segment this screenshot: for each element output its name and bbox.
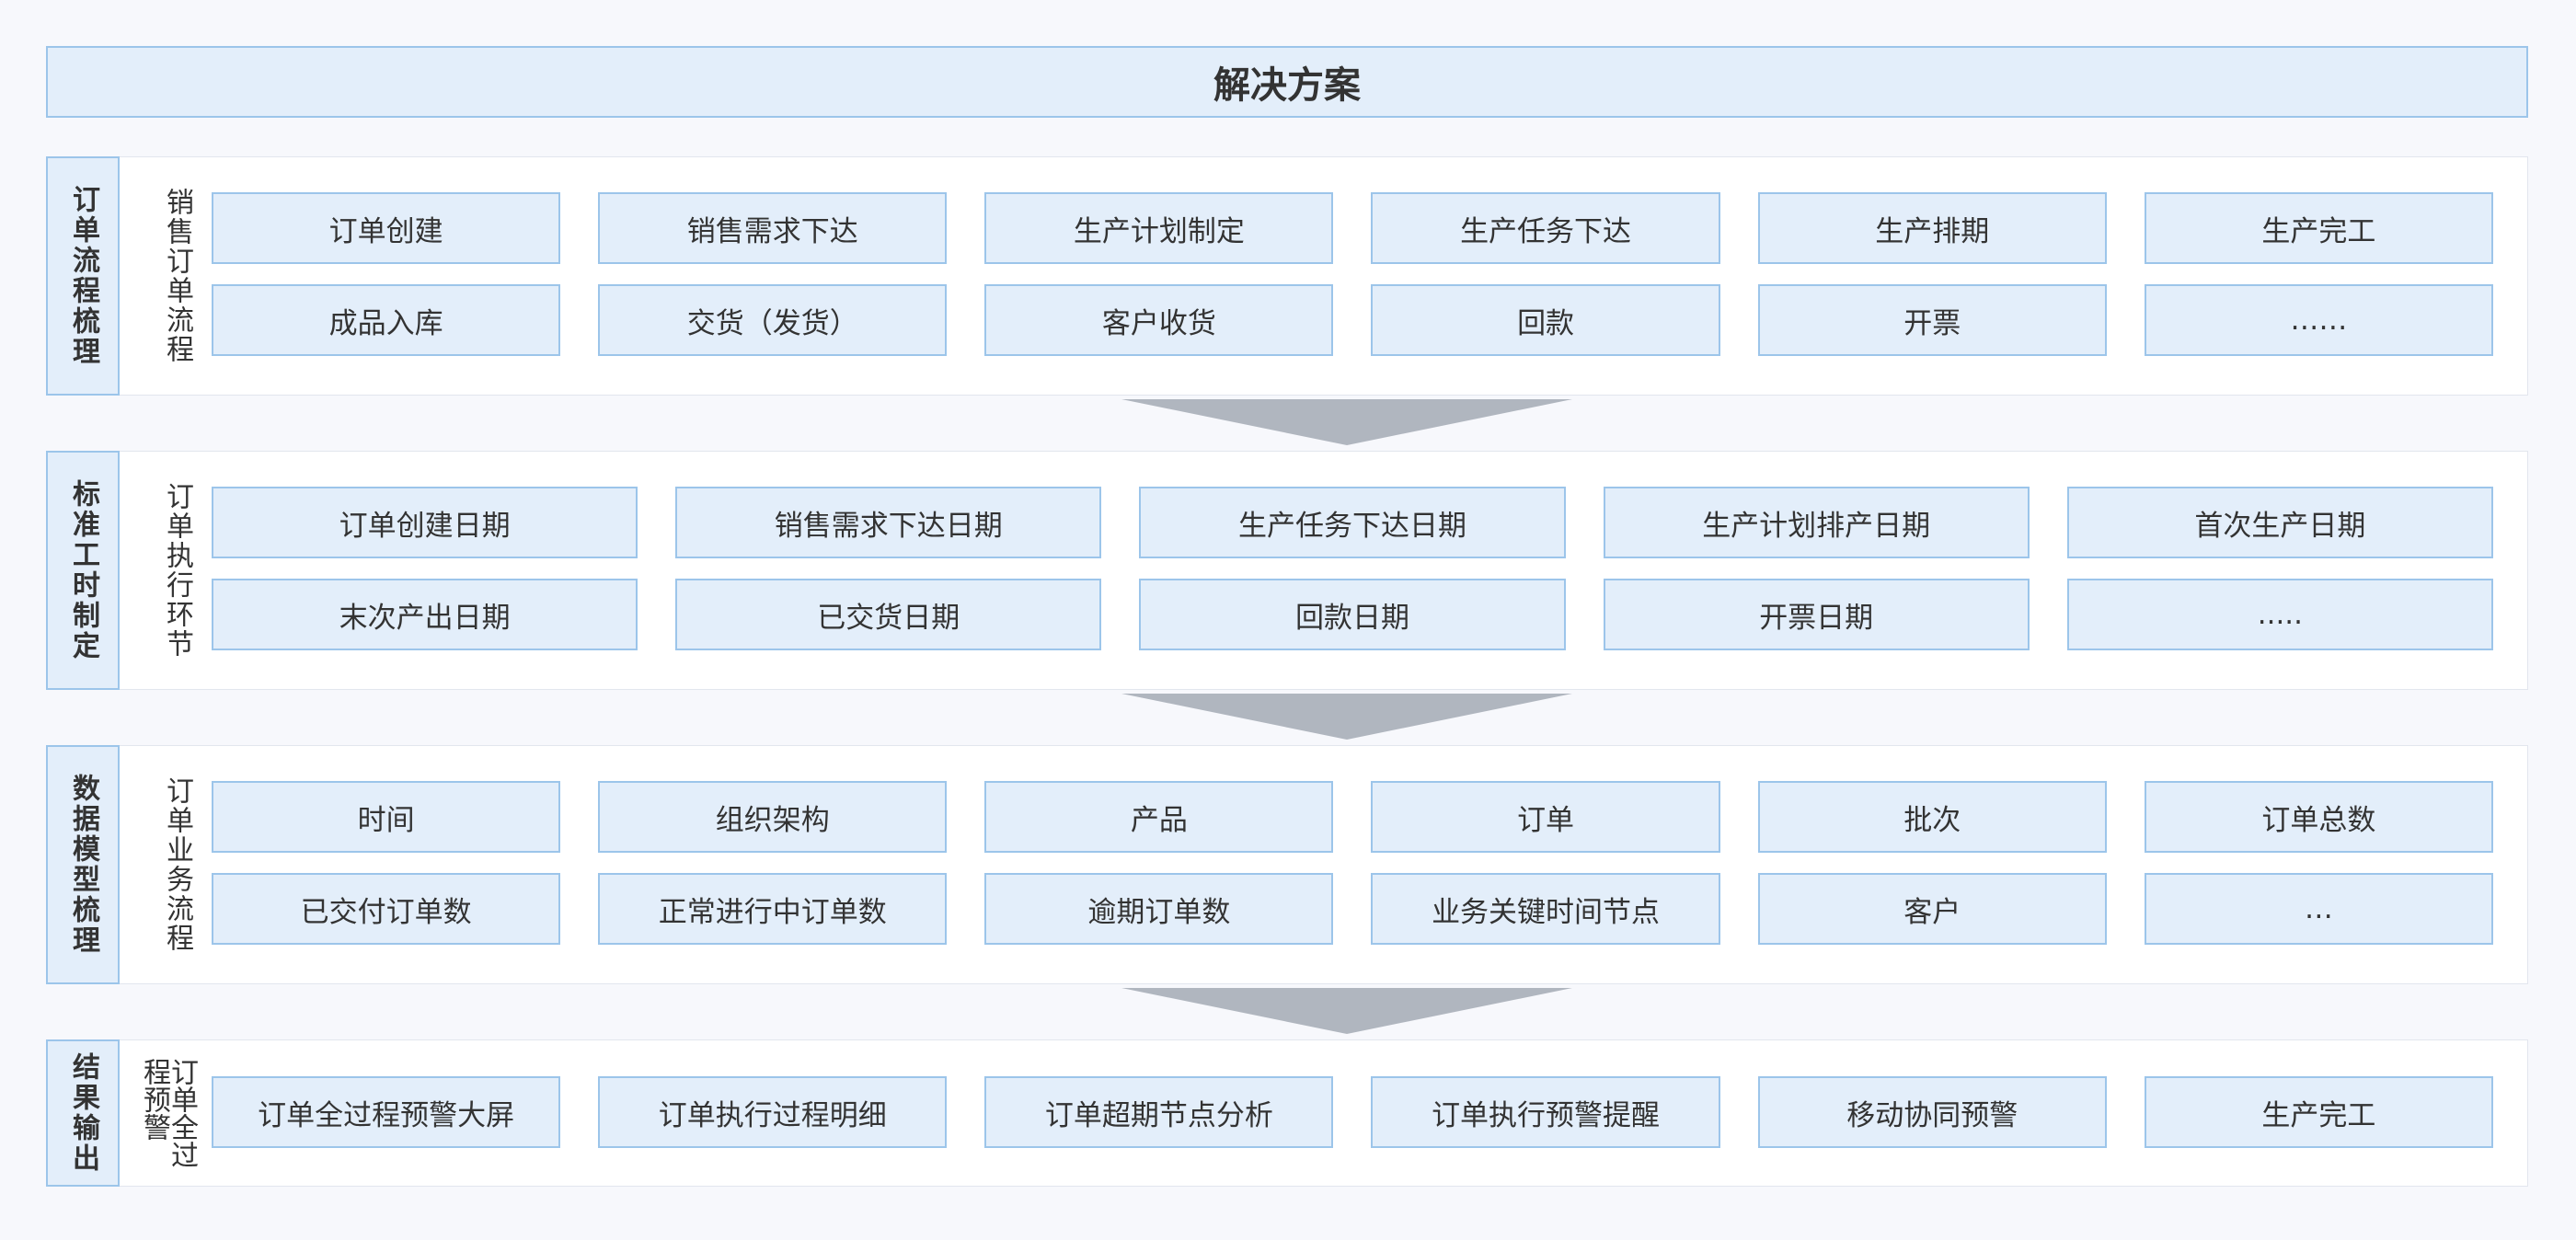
section-label-text: 标准工时制定 [67,479,99,661]
section-result-output: 结果输出 订单全过程预警 订单全过程预警大屏 订单执行过程明细 订单超期节点分析… [46,1039,2528,1187]
step-box: 移动协同预警 [1757,1076,2107,1148]
step-box: 首次生产日期 [2066,487,2493,558]
step-box: ..... [2066,579,2493,650]
step-box: 订单总数 [2144,781,2493,853]
step-box: 回款日期 [1139,579,1566,650]
step-box: 客户收货 [984,284,1334,356]
step-box: 回款 [1371,284,1720,356]
step-grid: 订单创建日期 销售需求下达日期 生产任务下达日期 生产计划排产日期 首次生产日期… [212,487,2493,650]
section-sublabel: 销售订单流程 [149,156,204,396]
step-box: 订单超期节点分析 [984,1076,1334,1148]
section-sublabel-text: 订单执行环节 [161,482,193,659]
step-box: 订单执行过程明细 [598,1076,948,1148]
step-box: 批次 [1757,781,2107,853]
step-box: … [2144,873,2493,945]
section-sublabel-text: 订单全过程预警 [138,1058,198,1168]
step-box: 销售需求下达 [598,192,948,264]
step-box: 生产完工 [2144,1076,2493,1148]
step-box: 订单 [1371,781,1720,853]
section-sublabel-text: 订单业务流程 [161,776,193,953]
step-box: 生产完工 [2144,192,2493,264]
section-data-model: 数据模型梳理 订单业务流程 时间 组织架构 产品 订单 批次 订单总数 已交付订… [46,745,2528,984]
step-box: 已交付订单数 [212,873,561,945]
step-box: 交货（发货） [598,284,948,356]
section-sublabel: 订单执行环节 [149,451,204,690]
step-box: 正常进行中订单数 [598,873,948,945]
step-box: 开票 [1757,284,2107,356]
step-box: …… [2144,284,2493,356]
section-label-text: 订单流程梳理 [67,185,99,367]
down-arrow-1 [1121,399,1572,445]
step-box: 生产排期 [1757,192,2107,264]
section-standard-hours: 标准工时制定 订单执行环节 订单创建日期 销售需求下达日期 生产任务下达日期 生… [46,451,2528,690]
section-label: 数据模型梳理 [46,745,120,984]
step-box: 末次产出日期 [212,579,638,650]
section-order-process: 订单流程梳理 销售订单流程 订单创建 销售需求下达 生产计划制定 生产任务下达 … [46,156,2528,396]
step-box: 业务关键时间节点 [1371,873,1720,945]
section-sublabel: 订单全过程预警 [131,1039,204,1187]
section-label: 订单流程梳理 [46,156,120,396]
step-box: 生产任务下达日期 [1139,487,1566,558]
down-arrow-3 [1121,988,1572,1034]
solution-title: 解决方案 [46,46,2528,118]
step-box: 订单全过程预警大屏 [212,1076,561,1148]
down-arrow-2 [1121,694,1572,740]
step-grid: 订单全过程预警大屏 订单执行过程明细 订单超期节点分析 订单执行预警提醒 移动协… [212,1076,2493,1148]
section-label-text: 数据模型梳理 [67,774,99,956]
step-box: 生产计划排产日期 [1603,487,2030,558]
step-box: 销售需求下达日期 [675,487,1102,558]
step-box: 客户 [1757,873,2107,945]
step-box: 订单创建日期 [212,487,638,558]
step-box: 订单执行预警提醒 [1371,1076,1720,1148]
section-sublabel: 订单业务流程 [149,745,204,984]
step-box: 生产计划制定 [984,192,1334,264]
section-label: 标准工时制定 [46,451,120,690]
section-sublabel-text: 销售订单流程 [161,188,193,364]
step-box: 成品入库 [212,284,561,356]
section-label-text: 结果输出 [67,1052,99,1174]
step-box: 生产任务下达 [1371,192,1720,264]
step-box: 组织架构 [598,781,948,853]
step-box: 订单创建 [212,192,561,264]
section-label: 结果输出 [46,1039,120,1187]
step-grid: 订单创建 销售需求下达 生产计划制定 生产任务下达 生产排期 生产完工 成品入库… [212,192,2493,356]
step-box: 开票日期 [1603,579,2030,650]
step-box: 时间 [212,781,561,853]
step-grid: 时间 组织架构 产品 订单 批次 订单总数 已交付订单数 正常进行中订单数 逾期… [212,781,2493,945]
step-box: 产品 [984,781,1334,853]
step-box: 逾期订单数 [984,873,1334,945]
step-box: 已交货日期 [675,579,1102,650]
